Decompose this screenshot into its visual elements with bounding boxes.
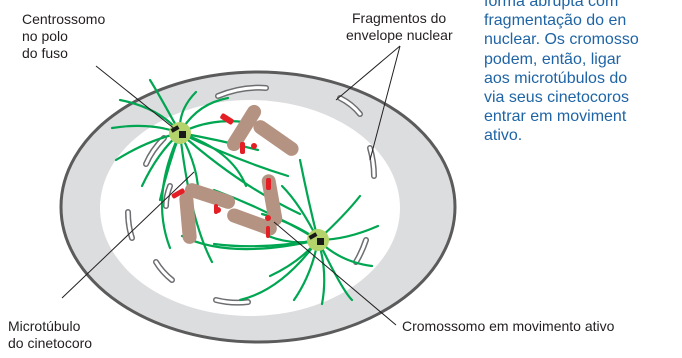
label-kinetochore-microtubule: Microtúbulo do cinetocoro <box>8 318 92 352</box>
description-line-3: nuclear. Os cromosso <box>484 30 682 49</box>
description-line-7: entrar em moviment <box>484 107 682 126</box>
label-kinetochore-line1: Microtúbulo <box>8 318 92 335</box>
label-moving-chromosome: Cromossomo em movimento ativo <box>402 318 614 335</box>
description-line-2: fragmentação do en <box>484 11 682 30</box>
nuclear-region <box>100 100 400 316</box>
label-envelope-line2: envelope nuclear <box>346 27 453 44</box>
label-centrosome: Centrossomo no polo do fuso <box>22 11 105 62</box>
description-line-6: via seus cinetocoros <box>484 88 682 107</box>
description-line-5: aos microtúbulos do <box>484 69 682 88</box>
label-centrosome-line3: do fuso <box>22 45 105 62</box>
label-kinetochore-line2: do cinetocoro <box>8 335 92 352</box>
description-line-8: ativo. <box>484 126 682 145</box>
label-centrosome-line2: no polo <box>22 28 105 45</box>
label-centrosome-line1: Centrossomo <box>22 11 105 28</box>
label-envelope-fragments: Fragmentos do envelope nuclear <box>346 10 453 44</box>
description-text: forma abrupta com fragmentação do en nuc… <box>484 0 682 192</box>
centrosome-lower-right <box>307 229 329 251</box>
description-line-1: forma abrupta com <box>484 0 682 11</box>
label-envelope-line1: Fragmentos do <box>346 10 453 27</box>
description-line-4: podem, então, ligar <box>484 50 682 69</box>
centrosome-upper-left <box>169 122 191 144</box>
